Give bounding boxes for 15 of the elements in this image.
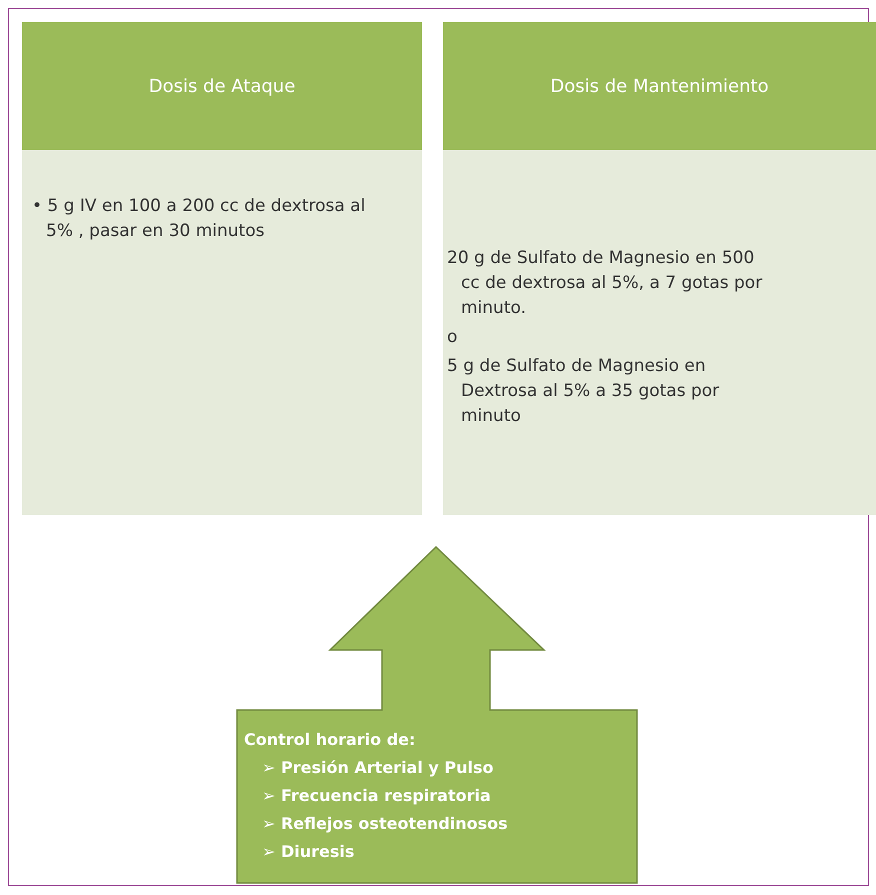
callout-heading: Control horario de: bbox=[244, 730, 416, 749]
bullet-text: • 5 g IV en 100 a 200 cc de dextrosa al 5% , pasar en 30 minutos bbox=[32, 195, 366, 243]
list-item: ➢ Diuresis bbox=[262, 842, 354, 861]
header-box bbox=[443, 22, 876, 150]
list-item: ➢ Presión Arterial y Pulso bbox=[262, 758, 494, 777]
body-text: 5 g de Sulfato de Magnesio en Dextrosa al 5% a 35 gotas por minuto bbox=[447, 355, 720, 428]
header-text: Dosis de Ataque bbox=[148, 76, 296, 96]
header-text: Dosis de Mantenimiento bbox=[550, 76, 769, 96]
body-text: o bbox=[447, 326, 458, 349]
content-panel bbox=[22, 150, 422, 515]
list-item: ➢ Reflejos osteotendinosos bbox=[262, 814, 508, 833]
header-box bbox=[22, 22, 422, 150]
body-text: 20 g de Sulfato de Magnesio en 500 cc de dextrosa al 5%, a 7 gotas por minuto. bbox=[447, 247, 764, 320]
content-panel bbox=[443, 150, 876, 515]
list-item: ➢ Frecuencia respiratoria bbox=[262, 786, 491, 805]
